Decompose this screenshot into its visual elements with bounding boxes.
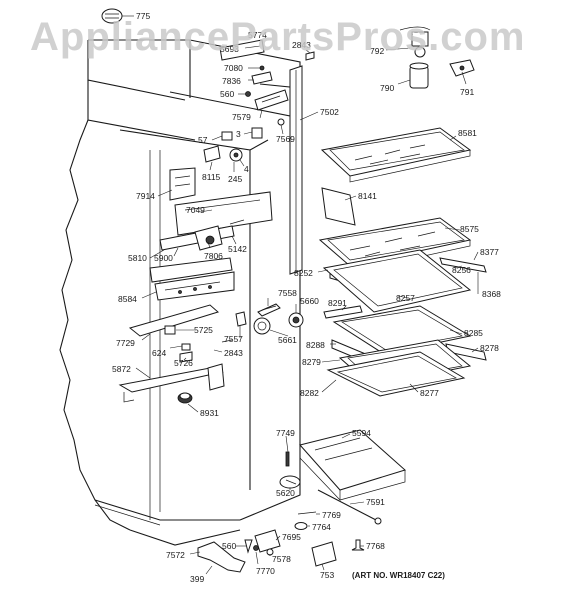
part-label: 7769: [322, 510, 341, 520]
part-label: 2843: [292, 40, 311, 50]
part-label: 8584: [118, 294, 137, 304]
part-label: 4: [244, 164, 249, 174]
part-label: 5142: [228, 244, 247, 254]
part-label: 5774: [248, 30, 267, 40]
lower-left-parts: [128, 257, 235, 363]
part-label: 8141: [358, 191, 377, 201]
part-label: 8256: [452, 265, 471, 275]
part-label: 624: [152, 348, 166, 358]
part-label: 790: [380, 83, 394, 93]
part-label: 8285: [464, 328, 483, 338]
part-label: 8377: [480, 247, 499, 257]
part-label: 8368: [482, 289, 501, 299]
part-label: 560: [220, 89, 234, 99]
part-label: 7695: [282, 532, 301, 542]
part-labels: 775 5693 5774 2843 792 7080 7836 560 757…: [112, 11, 501, 584]
part-label: 7049: [186, 205, 205, 215]
part-label: 775: [136, 11, 150, 21]
part-label: 7764: [312, 522, 331, 532]
top-parts: [101, 8, 315, 163]
part-label: 8291: [328, 298, 347, 308]
part-label: 8581: [458, 128, 477, 138]
part-label: 7557: [224, 334, 243, 344]
part-label: 8278: [480, 343, 499, 353]
part-label: 399: [190, 574, 204, 584]
cabinet-drawing: [59, 39, 301, 546]
part-label: 560: [222, 541, 236, 551]
part-label: 5620: [276, 488, 295, 498]
part-label: 245: [228, 174, 242, 184]
part-label: 8252: [294, 268, 313, 278]
watermark-logo: AppliancePartsPros.com: [30, 15, 526, 59]
part-label: 8288: [306, 340, 325, 350]
part-label: 7569: [276, 134, 295, 144]
vertical-rail: [289, 65, 303, 275]
part-label: 5660: [300, 296, 319, 306]
part-label: 753: [320, 570, 334, 580]
part-label: 7080: [224, 63, 243, 73]
shelf-supports: [235, 303, 304, 335]
bottom-parts: [197, 489, 382, 573]
part-label: 8575: [460, 224, 479, 234]
part-label: 7729: [116, 338, 135, 348]
leader-lines: [122, 15, 479, 575]
part-label: 5594: [352, 428, 371, 438]
part-label: 8279: [302, 357, 321, 367]
part-label: 7578: [272, 554, 291, 564]
art-number: (ART NO. WR18407 C22): [352, 571, 445, 580]
part-label: 792: [370, 46, 384, 56]
part-label: 8257: [396, 293, 415, 303]
bottom-bracket: [118, 363, 225, 404]
part-label: 8115: [202, 172, 221, 182]
crisper-cover: [279, 429, 406, 501]
part-label: 791: [460, 87, 474, 97]
part-label: 2843: [224, 348, 243, 358]
part-label: 7768: [366, 541, 385, 551]
part-label: 7749: [276, 428, 295, 438]
part-label: 8277: [420, 388, 439, 398]
part-label: 7572: [166, 550, 185, 560]
part-label: 5900: [154, 253, 173, 263]
part-label: 7770: [256, 566, 275, 576]
part-label: 8282: [300, 388, 319, 398]
part-label: 7806: [204, 251, 223, 261]
part-label: 3: [236, 129, 241, 139]
part-label: 5693: [220, 44, 239, 54]
valve-assembly: [399, 26, 475, 89]
part-label: 5872: [112, 364, 131, 374]
part-label: 8931: [200, 408, 219, 418]
part-label: 7502: [320, 107, 339, 117]
part-label: 7591: [366, 497, 385, 507]
part-label: 7836: [222, 76, 241, 86]
part-label: 57: [198, 135, 208, 145]
part-label: 5725: [194, 325, 213, 335]
part-label: 7914: [136, 191, 155, 201]
control-housing: [159, 167, 273, 251]
part-label: 5661: [278, 335, 297, 345]
part-label: 5810: [128, 253, 147, 263]
part-label: 7579: [232, 112, 251, 122]
shelves: [318, 127, 487, 397]
part-label: 7558: [278, 288, 297, 298]
part-label: 5726: [174, 358, 193, 368]
